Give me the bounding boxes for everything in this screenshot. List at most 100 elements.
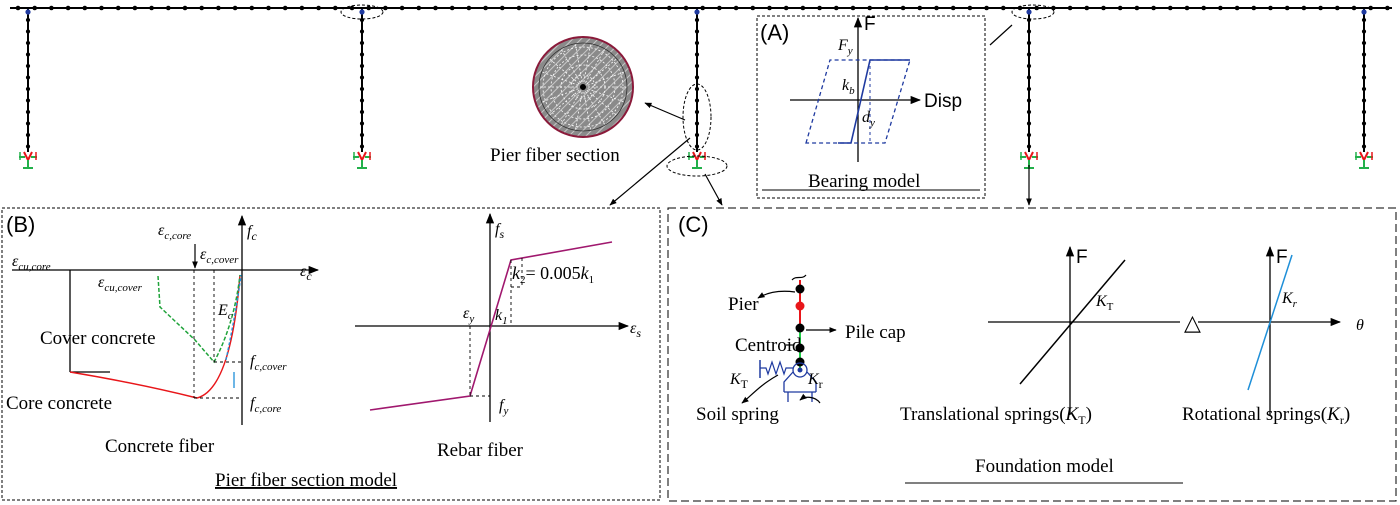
pier-5	[1355, 8, 1373, 169]
bearing-leader	[989, 24, 1013, 46]
deck-node	[1067, 5, 1073, 11]
deck-node	[884, 5, 889, 11]
pier-label: Pier	[728, 294, 759, 315]
rot-f-label: F	[1276, 247, 1288, 268]
pier-1	[19, 8, 37, 169]
deck-node	[433, 5, 438, 11]
cover-concrete-curve	[157, 274, 241, 364]
deck-node	[1234, 5, 1240, 11]
kt-label: KT	[729, 371, 749, 391]
deck-node	[767, 5, 772, 11]
bearing-disp-label: Disp	[924, 91, 962, 112]
model-nodes	[795, 284, 805, 367]
panel-c-frame	[667, 207, 1397, 502]
eps-cu-cover-label: εcu,cover	[98, 274, 143, 294]
deck-node	[683, 5, 689, 11]
foundation-caption: Foundation model	[975, 456, 1114, 477]
deck-node	[984, 5, 989, 11]
deck-node	[182, 5, 188, 11]
k2-label: k2= 0.005k1	[512, 263, 594, 286]
deck-node	[1001, 5, 1006, 11]
pier-fiber-section-label: Pier fiber section	[490, 145, 620, 166]
deck-node	[132, 5, 138, 11]
piers	[19, 8, 1373, 169]
deck-node	[917, 5, 923, 11]
fc-core-label: fc,core	[250, 395, 281, 415]
bearing-fy-label: Fy	[837, 37, 853, 57]
rebar-curve	[369, 241, 613, 411]
eps-y-label: εy	[463, 305, 474, 325]
bearing-hysteresis-dashed	[805, 59, 911, 144]
rot-spring-line	[1247, 254, 1293, 391]
deck-node	[583, 5, 589, 11]
trans-disp-symbol: △	[1184, 310, 1201, 335]
deck-node	[416, 5, 422, 11]
deck-node	[99, 5, 104, 11]
pier-2	[353, 8, 371, 169]
panel-a-label: (A)	[760, 20, 789, 45]
deck-node	[82, 5, 88, 11]
trans-k-label: KT	[1095, 293, 1114, 313]
deck-node	[1184, 5, 1190, 11]
trans-spring-line	[1019, 259, 1126, 385]
deck-node	[149, 5, 154, 11]
ec-label: Ec	[217, 302, 233, 322]
panel-foundation-model: (C) Pier Pile cap Centroid KT Kr Soil sp…	[667, 207, 1397, 502]
deck-node	[399, 5, 405, 11]
rot-k-label: Kr	[1281, 290, 1298, 310]
section-model-leader	[609, 137, 691, 206]
deck-node	[1084, 5, 1090, 11]
deck-node	[867, 5, 872, 11]
deck-node	[533, 5, 538, 11]
deck-node	[550, 5, 555, 11]
deck-node	[1301, 5, 1307, 11]
bearing-caption: Bearing model	[808, 171, 920, 192]
deck-node	[1268, 5, 1273, 11]
model-node	[795, 284, 805, 294]
deck-node	[850, 5, 856, 11]
rebar-eps-label: εs	[630, 320, 641, 340]
rotational-spring-icon	[792, 362, 808, 378]
deck-node	[1251, 5, 1257, 11]
deck-node	[299, 5, 305, 11]
deck-node	[32, 5, 37, 11]
deck-node	[1335, 5, 1340, 11]
pier-section-ellipse	[682, 83, 712, 151]
soil-spring-icon	[783, 371, 817, 402]
pier-fiber-section-icon	[532, 36, 634, 138]
deck-node	[1218, 5, 1223, 11]
deck-node	[1318, 5, 1323, 11]
rebar-fs-label: fs	[495, 221, 504, 241]
concrete-eps-label: εc	[300, 263, 312, 283]
deck-node	[566, 5, 572, 11]
bearing-location-ellipse-2	[1011, 4, 1055, 20]
deck-node	[1151, 5, 1156, 11]
deck-nodes	[15, 5, 1390, 11]
rebar-fiber-caption: Rebar fiber	[437, 440, 524, 461]
eps-cu-core-label: εcu,core	[12, 253, 51, 273]
deck-node	[783, 5, 789, 11]
deck-node	[266, 5, 271, 11]
deck-node	[1351, 5, 1357, 11]
deck-node	[633, 5, 639, 11]
deck-node	[500, 5, 505, 11]
deck-node	[834, 5, 839, 11]
bearing-backbone	[838, 59, 910, 144]
deck-node	[717, 5, 722, 11]
section-model-title: Pier fiber section model	[215, 470, 397, 491]
foundation-model-leader	[704, 173, 723, 206]
deck-node	[1101, 5, 1106, 11]
rebar-fy-label: fy	[499, 397, 508, 417]
rot-caption: Rotational springs(Kr)	[1182, 404, 1350, 427]
deck-node	[700, 5, 705, 11]
model-node	[795, 343, 805, 353]
deck-node	[616, 5, 622, 11]
deck-node	[333, 5, 338, 11]
deck-node	[1168, 5, 1173, 11]
bearing-f-label: F	[864, 14, 876, 35]
panel-b-label: (B)	[6, 212, 35, 237]
bearing-kb-label: kb	[842, 77, 855, 97]
deck-node	[466, 5, 472, 11]
deck-node	[650, 5, 655, 11]
